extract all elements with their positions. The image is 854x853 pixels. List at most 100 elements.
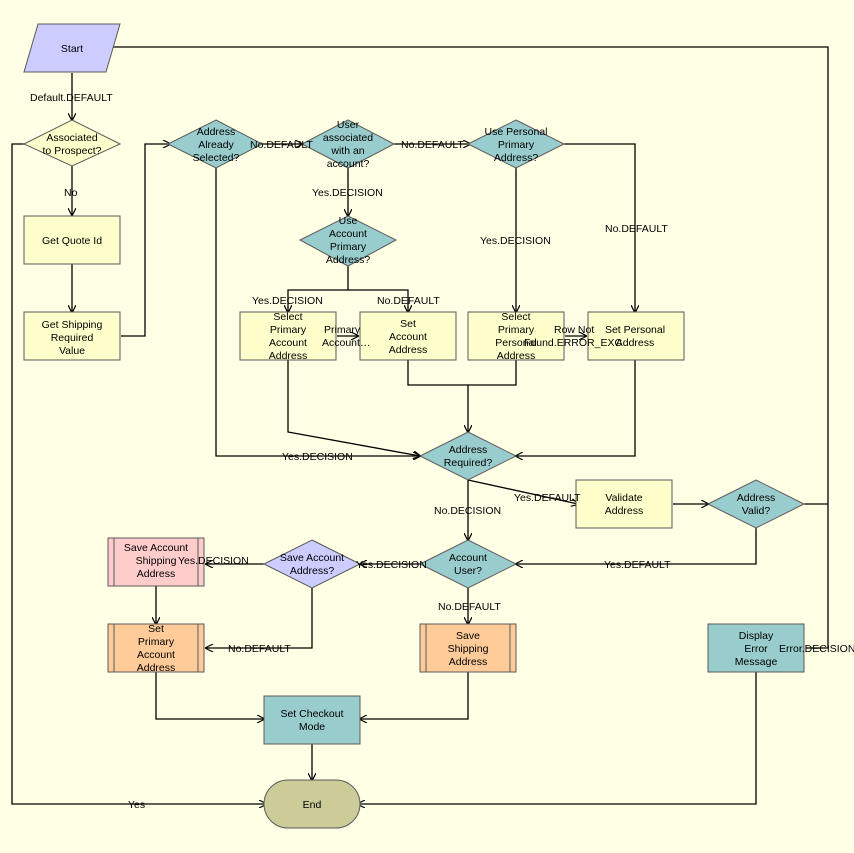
node-label-line: Address xyxy=(605,505,644,517)
node-label-line: Save Account xyxy=(124,542,188,554)
save-shipping-shape[interactable] xyxy=(419,623,517,673)
end-label: End xyxy=(303,799,322,811)
node-label-line: Address xyxy=(449,656,488,668)
node-label-line: Use xyxy=(339,215,358,227)
node-label-line: Primary xyxy=(498,324,535,336)
node-label-line: Valid? xyxy=(742,505,771,517)
edge-label-userassoc-yes: Yes.DECISION xyxy=(312,187,383,199)
node-label-line: Address? xyxy=(290,565,335,577)
select-primary-account-shape[interactable] xyxy=(239,311,337,361)
start-label: Start xyxy=(61,43,83,55)
node-label-line: Selected? xyxy=(193,152,240,164)
already-selected-shape[interactable] xyxy=(166,119,264,169)
use-account-shape[interactable] xyxy=(298,215,398,267)
edge-label-prospect-no: No xyxy=(64,187,78,199)
edge-usepersonal-no xyxy=(562,143,635,312)
node-label-line: Value xyxy=(59,345,85,357)
address-valid-shape[interactable] xyxy=(706,479,806,529)
node-label-line: with an xyxy=(330,145,364,157)
node-label-line: Set xyxy=(400,318,416,330)
node-label-line: Required xyxy=(51,332,94,344)
edge-label-already-no: No.DEFAULT xyxy=(250,139,313,151)
get-quote-id-label: Get Quote Id xyxy=(42,235,102,247)
save-account-shipping-shape[interactable] xyxy=(107,537,205,587)
node-label-line: Required? xyxy=(444,457,493,469)
edge-label-primaryacct-notfound: Primary xyxy=(324,324,361,336)
node-label-line: Account xyxy=(329,228,367,240)
end-node-shape[interactable] xyxy=(263,779,361,829)
node-label-line: Save Account xyxy=(280,552,344,564)
node-label-line: associated xyxy=(323,132,373,144)
node-label-line: Save xyxy=(456,630,480,642)
node-label-line: Get Quote Id xyxy=(42,235,102,247)
node-label-line: Set Personal xyxy=(605,324,665,336)
edge-selectpersonal-to-required xyxy=(468,360,517,386)
edge-saveacct-no xyxy=(206,588,313,648)
select-primary-personal-shape[interactable] xyxy=(467,311,565,361)
node-label-line: Validate xyxy=(605,492,642,504)
node-label-line: Address xyxy=(737,492,776,504)
edge-label-prospect-yes: Yes xyxy=(128,799,145,811)
node-label-line: Shipping xyxy=(136,555,177,567)
node-label-line: End xyxy=(303,799,322,811)
node-label-line: Account xyxy=(137,649,175,661)
edge-label-useaccount-yes: Yes.DECISION xyxy=(252,295,323,307)
node-label-line: Already xyxy=(198,139,234,151)
node-label-line: User xyxy=(337,119,360,131)
get-quote-id-shape[interactable] xyxy=(23,215,121,265)
edge-label-already-yes: Yes.DECISION xyxy=(282,451,353,463)
edge-label-start-default: Default.DEFAULT xyxy=(30,92,113,104)
node-label-line: Address? xyxy=(326,254,371,266)
account-user-shape[interactable] xyxy=(418,539,518,589)
use-personal-shape[interactable] xyxy=(466,119,566,169)
set-account-address-shape[interactable] xyxy=(359,311,457,361)
edge-label-required-yes: Yes.DEFAULT xyxy=(514,492,581,504)
edge-label-required-no: No.DECISION xyxy=(434,505,501,517)
start-node-shape[interactable] xyxy=(23,23,121,73)
node-label-line: Address xyxy=(616,337,655,349)
node-label-line: Address xyxy=(497,350,536,362)
node-label-line: Start xyxy=(61,43,83,55)
edge-label-useaccount-no: No.DEFAULT xyxy=(377,295,440,307)
edge-already-yes xyxy=(215,166,420,456)
node-label-line: to Prospect? xyxy=(43,145,102,157)
get-shipping-shape[interactable] xyxy=(23,311,121,361)
edge-setacct-to-required xyxy=(407,360,468,432)
node-label-line: Primary xyxy=(270,324,307,336)
node-label-line: account? xyxy=(327,158,370,170)
edge-valid-yes xyxy=(516,528,757,564)
display-error-shape[interactable] xyxy=(707,623,805,673)
node-label-line: Address xyxy=(197,126,236,138)
edge-saveshipping-to-checkout xyxy=(360,672,469,719)
node-label-line: Address xyxy=(449,444,488,456)
edge-label-accountuser-yes: Yes.DECISION xyxy=(356,559,427,571)
validate-address-shape[interactable] xyxy=(575,479,673,529)
edge-label-rownotfound-2: Found.ERROR_EXC xyxy=(524,337,622,349)
prospect-decision-shape[interactable] xyxy=(22,119,122,167)
node-label-line: Error xyxy=(744,643,768,655)
save-account-address-shape[interactable] xyxy=(262,539,362,589)
set-primary-account-shape[interactable] xyxy=(107,623,205,673)
node-label-line: Message xyxy=(735,656,778,668)
edge-label-accountuser-no: No.DEFAULT xyxy=(438,601,501,613)
edge-label-usepersonal-yes: Yes.DECISION xyxy=(480,235,551,247)
user-associated-shape[interactable] xyxy=(300,119,396,169)
edge-label-rownotfound: Row Not xyxy=(554,324,594,336)
node-label-line: Select xyxy=(273,311,302,323)
address-required-shape[interactable] xyxy=(418,431,518,481)
set-personal-address-shape[interactable] xyxy=(587,311,685,361)
set-checkout-mode-shape[interactable] xyxy=(263,695,361,745)
edge-selectacct-to-required xyxy=(287,360,420,456)
node-label-line: User? xyxy=(454,565,482,577)
node-label-line: Account xyxy=(269,337,307,349)
